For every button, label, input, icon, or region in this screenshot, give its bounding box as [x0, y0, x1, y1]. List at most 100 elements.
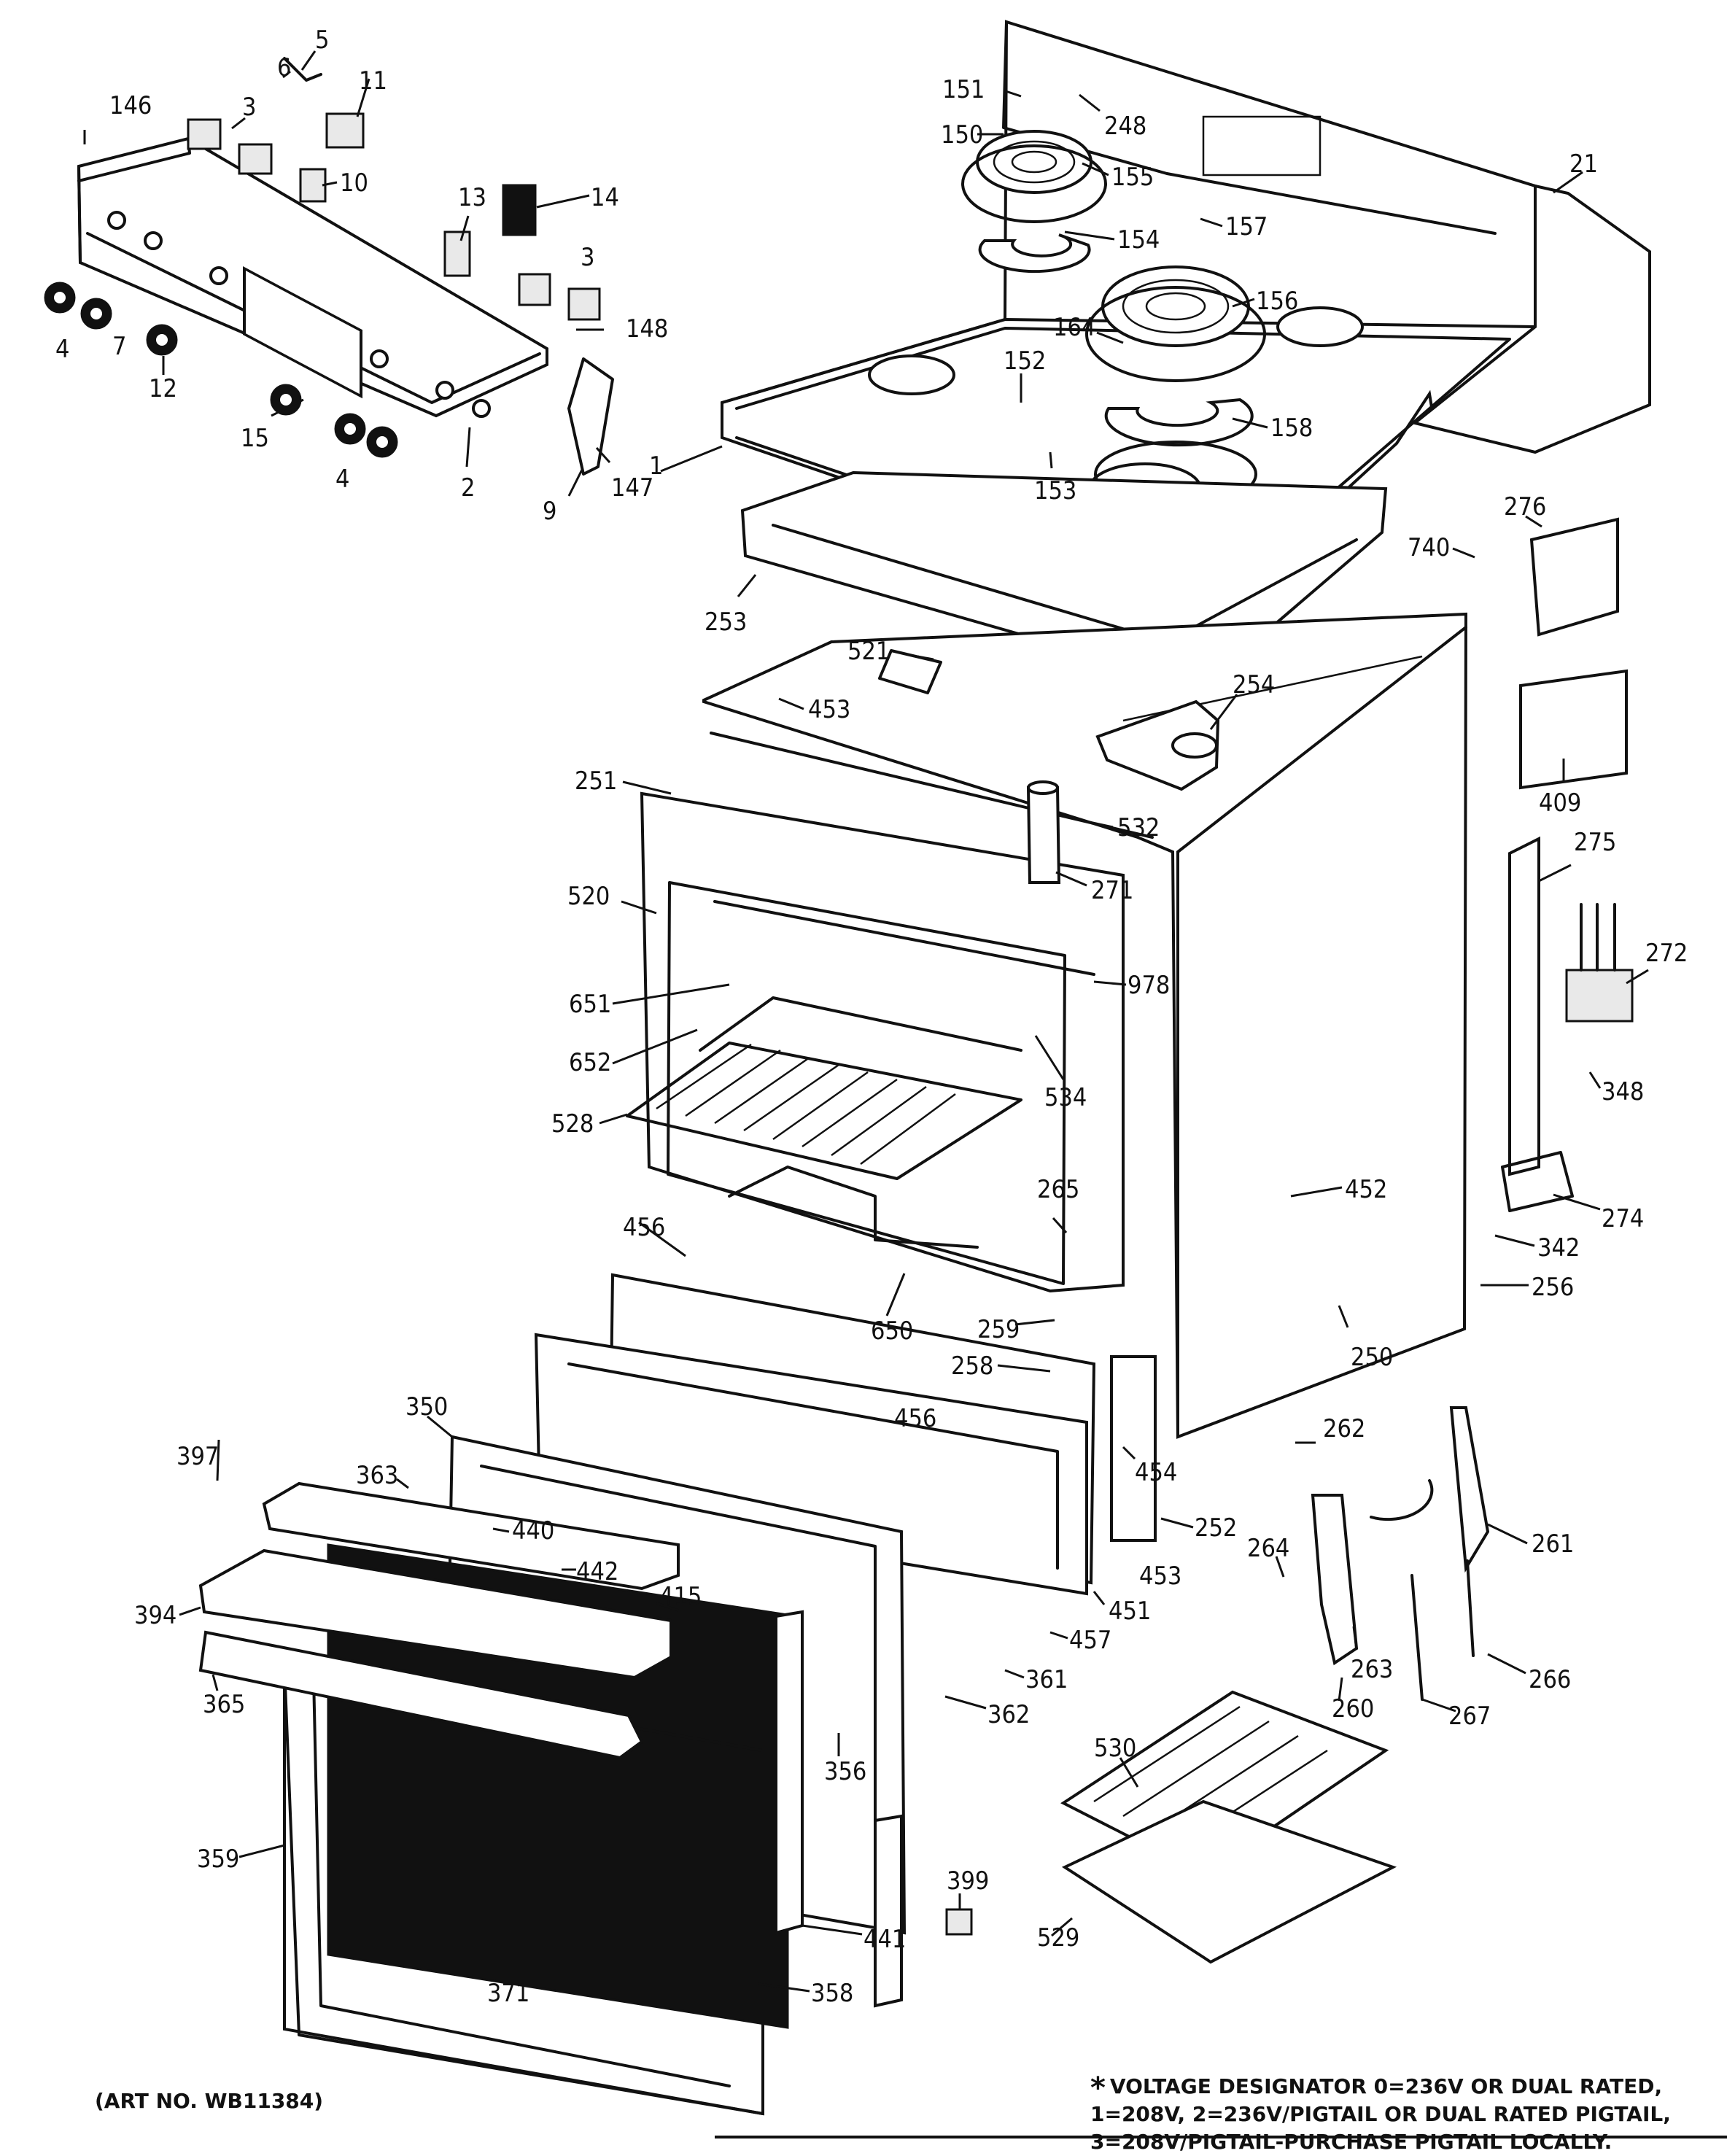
- callout-154: 154: [1117, 225, 1160, 255]
- callout-258: 258: [951, 1352, 993, 1381]
- callout-452: 452: [1345, 1175, 1387, 1204]
- callout-363: 363: [356, 1461, 398, 1490]
- callout-3-b: 3: [581, 243, 594, 272]
- callout-155: 155: [1111, 163, 1154, 192]
- callout-440: 440: [512, 1516, 554, 1546]
- callout-451: 451: [1109, 1597, 1151, 1626]
- drawer-support: [1110, 1355, 1157, 1542]
- callout-152: 152: [1004, 346, 1046, 376]
- callout-652: 652: [569, 1048, 611, 1077]
- callout-157: 157: [1225, 212, 1268, 241]
- callout-146: 146: [109, 91, 152, 120]
- callout-13: 13: [458, 183, 486, 212]
- callout-350: 350: [405, 1392, 448, 1422]
- backsplash: [1411, 184, 1651, 454]
- callout-394: 394: [134, 1601, 176, 1630]
- callout-256: 256: [1532, 1273, 1574, 1302]
- callout-530: 530: [1094, 1734, 1136, 1763]
- callout-532: 532: [1117, 813, 1160, 842]
- callout-15: 15: [241, 424, 269, 453]
- callout-253: 253: [705, 608, 747, 637]
- callout-6: 6: [277, 53, 291, 82]
- door-trims: [198, 1481, 680, 1760]
- callout-21: 21: [1569, 150, 1598, 179]
- right-side-parts: [1501, 517, 1634, 1212]
- hinges: [1311, 1406, 1490, 1701]
- callout-259: 259: [977, 1315, 1020, 1344]
- callout-252: 252: [1195, 1513, 1237, 1543]
- callout-740: 740: [1408, 533, 1450, 562]
- part-callouts: 5 6 11 146 3 10 13 14 3 4 7 12 148 15 4 …: [55, 26, 1688, 2008]
- callout-456-a: 456: [623, 1213, 665, 1242]
- callout-5: 5: [315, 26, 329, 55]
- callout-151: 151: [942, 75, 985, 104]
- callout-274: 274: [1602, 1204, 1644, 1233]
- footer-rule: [715, 2136, 1727, 2138]
- callout-264: 264: [1247, 1534, 1289, 1563]
- callout-265: 265: [1037, 1175, 1079, 1204]
- callout-254: 254: [1233, 670, 1275, 699]
- callout-521: 521: [847, 637, 890, 666]
- callout-534: 534: [1044, 1083, 1087, 1112]
- callout-4-a: 4: [55, 335, 69, 364]
- callout-261: 261: [1532, 1529, 1574, 1559]
- control-panel: [77, 136, 548, 418]
- callout-365: 365: [203, 1690, 245, 1719]
- callout-371: 371: [487, 1979, 529, 2008]
- callout-266: 266: [1529, 1665, 1571, 1694]
- callout-978: 978: [1128, 971, 1170, 1000]
- callout-361: 361: [1025, 1665, 1068, 1694]
- callout-3-a: 3: [242, 93, 256, 122]
- leader-lines: [83, 50, 1649, 1993]
- callout-158: 158: [1270, 414, 1313, 443]
- callout-275: 275: [1574, 828, 1616, 857]
- voltage-note-line-3: 3=208V/PIGTAIL-PURCHASE PIGTAIL LOCALLY.: [1090, 2130, 1612, 2154]
- callout-399: 399: [947, 1866, 989, 1896]
- callout-529: 529: [1037, 1923, 1079, 1953]
- callout-248: 248: [1104, 112, 1146, 141]
- callout-276: 276: [1504, 492, 1546, 521]
- callout-2: 2: [461, 473, 475, 503]
- callout-250: 250: [1351, 1343, 1393, 1372]
- callout-356: 356: [824, 1757, 866, 1786]
- callout-148: 148: [626, 314, 668, 344]
- callout-358: 358: [811, 1979, 853, 2008]
- callout-520: 520: [567, 882, 610, 911]
- voltage-note-line-1: VOLTAGE DESIGNATOR 0=236V OR DUAL RATED,: [1090, 2070, 1671, 2101]
- switches: [187, 57, 614, 476]
- callout-348: 348: [1602, 1077, 1644, 1106]
- callout-10: 10: [340, 168, 368, 198]
- callout-359: 359: [197, 1845, 239, 1874]
- callout-12: 12: [149, 374, 177, 403]
- broiler-pan: [1060, 1690, 1397, 1964]
- small-parts: [878, 649, 1220, 884]
- callout-260: 260: [1332, 1694, 1374, 1723]
- voltage-note: VOLTAGE DESIGNATOR 0=236V OR DUAL RATED,…: [1090, 2070, 1671, 2156]
- callout-441: 441: [864, 1925, 906, 1954]
- callout-454: 454: [1135, 1458, 1177, 1487]
- callout-651: 651: [569, 990, 611, 1019]
- callout-4-b: 4: [335, 465, 349, 494]
- oven-rack: [626, 996, 1022, 1249]
- callout-9: 9: [543, 497, 556, 526]
- voltage-note-line-2: 1=208V, 2=236V/PIGTAIL OR DUAL RATED PIG…: [1090, 2102, 1671, 2126]
- callout-267: 267: [1448, 1702, 1491, 1731]
- callout-442: 442: [576, 1557, 618, 1586]
- callout-397: 397: [176, 1442, 219, 1471]
- callout-1: 1: [649, 451, 663, 481]
- callout-11: 11: [359, 66, 387, 96]
- callout-271: 271: [1091, 876, 1133, 905]
- callout-7: 7: [112, 332, 126, 361]
- callout-409: 409: [1539, 788, 1581, 818]
- art-number: (ART NO. WB11384): [95, 2089, 324, 2113]
- callout-415: 415: [659, 1582, 702, 1611]
- callout-262: 262: [1323, 1414, 1365, 1443]
- control-knobs: [44, 282, 398, 458]
- block-399: [945, 1908, 973, 1936]
- callout-272: 272: [1645, 939, 1688, 968]
- callout-263: 263: [1351, 1655, 1393, 1684]
- callout-251: 251: [575, 767, 617, 796]
- callout-150: 150: [941, 120, 983, 150]
- callout-164: 164: [1053, 313, 1095, 342]
